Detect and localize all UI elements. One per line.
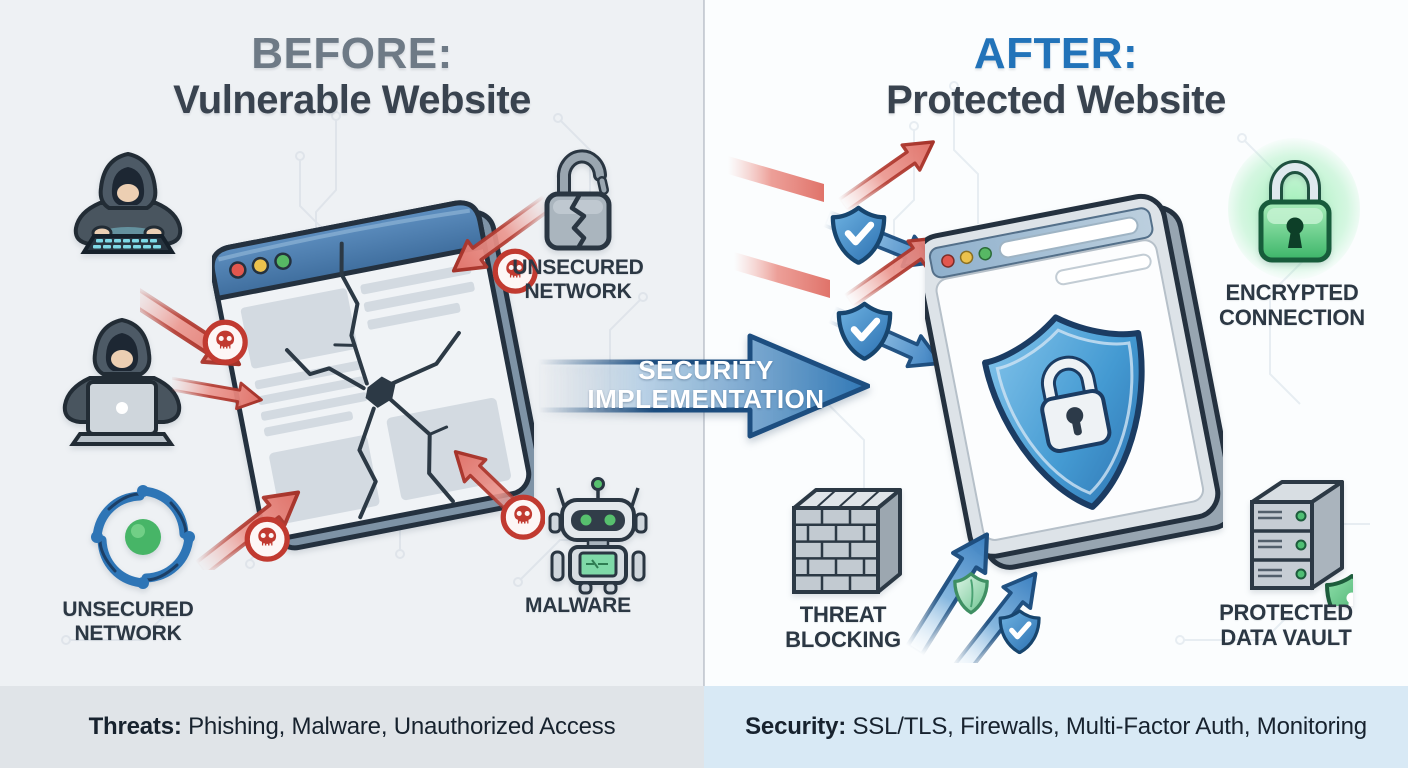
after-title-main: Protected Website bbox=[886, 78, 1226, 123]
hacker-laptop-icon bbox=[62, 317, 182, 446]
broken-padlock-icon bbox=[544, 149, 612, 251]
hacker-keyboard-icon bbox=[73, 151, 183, 254]
data-vault-server-icon bbox=[1250, 480, 1353, 606]
after-title: AFTER: Protected Website bbox=[704, 29, 1408, 123]
firewall-brick-icon bbox=[792, 488, 902, 594]
threats-footer-items: Phishing, Malware, Unauthorized Access bbox=[181, 713, 616, 740]
security-implementation-label: SECURITY IMPLEMENTATION bbox=[571, 356, 841, 414]
malware-label: MALWARE bbox=[525, 594, 631, 617]
security-footer-items: SSL/TLS, Firewalls, Multi-Factor Auth, M… bbox=[846, 713, 1367, 740]
arrow-label-line2: IMPLEMENTATION bbox=[587, 384, 825, 414]
before-title: BEFORE: Vulnerable Website bbox=[0, 29, 704, 123]
malware-robot-icon bbox=[548, 477, 648, 595]
before-title-main: Vulnerable Website bbox=[173, 78, 531, 123]
arrow-label-line1: SECURITY bbox=[638, 355, 774, 385]
unsecured-network-bottom-label: UNSECURED NETWORK bbox=[62, 598, 194, 646]
attack-arrow-bottom-right bbox=[410, 436, 545, 546]
protected-data-vault-label: PROTECTED DATA VAULT bbox=[1219, 600, 1353, 651]
after-title-top: AFTER: bbox=[973, 29, 1139, 78]
unsecured-network-top-label: UNSECURED NETWORK bbox=[512, 256, 644, 304]
panel-divider bbox=[703, 0, 705, 686]
attack-arrow-mid-left bbox=[172, 360, 277, 420]
threats-footer: Threats: Phishing, Malware, Unauthorized… bbox=[0, 686, 704, 768]
vortex-icon bbox=[91, 485, 195, 589]
threat-blocking-label: THREAT BLOCKING bbox=[785, 602, 901, 653]
threats-footer-label: Threats: bbox=[88, 713, 182, 740]
attack-arrow-top-left bbox=[140, 265, 275, 375]
deflect-shield-group-2 bbox=[734, 224, 954, 374]
security-implementation-arrow bbox=[538, 333, 870, 439]
security-footer: Security: SSL/TLS, Firewalls, Multi-Fact… bbox=[704, 686, 1408, 768]
before-title-top: BEFORE: bbox=[251, 29, 453, 78]
safe-traffic-arrows bbox=[885, 488, 1050, 663]
protected-browser-window bbox=[925, 193, 1223, 570]
deflect-shield-group-1 bbox=[728, 128, 943, 278]
encrypted-connection-label: ENCRYPTED CONNECTION bbox=[1219, 280, 1365, 331]
attack-arrow-bottom-left bbox=[182, 450, 307, 570]
security-footer-label: Security: bbox=[745, 713, 847, 740]
encrypted-lock-icon bbox=[1258, 160, 1332, 263]
